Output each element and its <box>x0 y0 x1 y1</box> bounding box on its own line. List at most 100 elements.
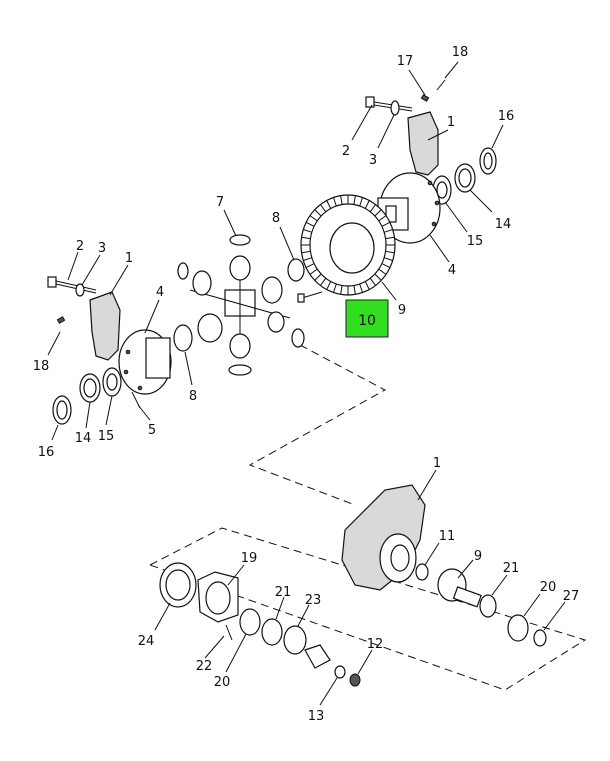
gear-tooth <box>319 277 327 286</box>
callout-1[interactable]: 1 <box>447 115 455 130</box>
gear-tooth <box>309 215 318 222</box>
callout-1[interactable]: 1 <box>125 251 133 266</box>
gear-tooth <box>319 204 327 213</box>
callout-22[interactable]: 22 <box>196 659 213 674</box>
bolt-head <box>365 96 375 108</box>
leader <box>543 601 566 631</box>
gear-tooth <box>385 236 395 240</box>
callout-20[interactable]: 20 <box>214 675 231 690</box>
leader <box>377 114 395 149</box>
callout-8[interactable]: 8 <box>189 389 197 404</box>
callout-15[interactable]: 15 <box>98 429 115 444</box>
callout-3[interactable]: 3 <box>369 153 377 168</box>
washer-27 <box>533 629 547 647</box>
ring-gear-teeth <box>301 195 395 295</box>
shim-24-inner <box>165 569 191 601</box>
callout-7[interactable]: 7 <box>216 195 224 210</box>
case-bolt-hole <box>125 349 131 355</box>
callout-2[interactable]: 2 <box>76 239 84 254</box>
callout-18[interactable]: 18 <box>33 359 50 374</box>
bolt-head <box>47 276 57 288</box>
highlighted-part-label[interactable]: 10 <box>358 313 376 329</box>
adjuster-ring-upper <box>479 147 497 175</box>
bearing-cone-left <box>102 367 122 397</box>
gear-tooth <box>326 281 332 290</box>
callout-9[interactable]: 9 <box>398 303 406 318</box>
bolt10-head <box>297 293 305 303</box>
lock-pin-left <box>56 316 66 324</box>
callout-16[interactable]: 16 <box>38 445 55 460</box>
pinion-gear-top <box>229 255 251 281</box>
leader <box>523 593 541 617</box>
gear-tooth <box>326 200 332 209</box>
pinion-shaft <box>452 586 482 608</box>
callout-16[interactable]: 16 <box>498 109 515 124</box>
callout-18[interactable]: 18 <box>452 45 469 60</box>
lock-pin-upper <box>420 94 430 102</box>
thrust-washer-8-upper <box>287 258 305 282</box>
bearing-cap-left <box>89 291 121 361</box>
callout-21[interactable]: 21 <box>503 561 520 576</box>
callout-12[interactable]: 12 <box>367 637 384 652</box>
callout-8[interactable]: 8 <box>272 211 280 226</box>
washer-left <box>75 283 85 297</box>
leader <box>67 251 79 281</box>
leader <box>444 201 468 233</box>
washer-13 <box>334 665 346 679</box>
callout-9[interactable]: 9 <box>474 549 482 564</box>
cup-inner <box>458 168 472 188</box>
bearing-cone-21-left <box>261 618 283 646</box>
callout-27[interactable]: 27 <box>563 589 580 604</box>
callout-23[interactable]: 23 <box>305 593 322 608</box>
callout-15[interactable]: 15 <box>467 234 484 249</box>
case-bolt-hole <box>123 369 129 375</box>
callout-21[interactable]: 21 <box>275 585 292 600</box>
callout-3[interactable]: 3 <box>98 241 106 256</box>
leader <box>144 299 160 334</box>
highlighted-part-box[interactable] <box>345 299 389 338</box>
callout-4[interactable]: 4 <box>156 285 164 300</box>
callout-20[interactable]: 20 <box>540 580 557 595</box>
bearing-cup-20-right <box>507 614 529 642</box>
gear-tooth <box>369 204 377 213</box>
thrust-washer-left <box>177 262 189 280</box>
diff-case-half-upper <box>377 172 441 244</box>
cotter-upper <box>436 79 446 91</box>
side-gear-right <box>261 276 283 304</box>
gear-tooth <box>383 257 393 261</box>
callout-24[interactable]: 24 <box>138 634 155 649</box>
gear-tooth <box>364 281 370 290</box>
callout-11[interactable]: 11 <box>439 529 456 544</box>
case-bolt-hole <box>427 180 433 186</box>
gear-tooth <box>378 215 387 222</box>
callout-leaders <box>47 61 566 706</box>
assembly-path-lines <box>149 344 587 691</box>
callout-14[interactable]: 14 <box>495 217 512 232</box>
bolt-shank-top <box>55 280 97 291</box>
callout-2[interactable]: 2 <box>342 144 350 159</box>
cap-bolt-upper <box>365 96 413 112</box>
leader <box>223 209 237 237</box>
callout-17[interactable]: 17 <box>397 54 414 69</box>
gear-tooth <box>333 197 337 207</box>
leader <box>275 596 285 620</box>
gear-tooth <box>314 209 322 217</box>
callout-5[interactable]: 5 <box>148 423 156 438</box>
callout-4[interactable]: 4 <box>448 263 456 278</box>
washer-11 <box>415 563 429 581</box>
nut-12 <box>349 673 361 687</box>
callout-13[interactable]: 13 <box>308 709 325 724</box>
gear-tooth <box>333 283 337 293</box>
cone-inner <box>436 181 448 199</box>
callout-19[interactable]: 19 <box>241 551 258 566</box>
bearing-cup-upper <box>454 163 476 193</box>
gear-tooth <box>359 283 363 293</box>
gear-tooth <box>374 273 382 281</box>
adjuster-ring-left <box>52 395 72 425</box>
gear-tooth <box>303 229 313 233</box>
thrust-washer-8-lower <box>173 324 193 352</box>
housing-flange <box>341 484 426 591</box>
leader <box>47 331 61 356</box>
callout-1[interactable]: 1 <box>433 456 441 471</box>
callout-14[interactable]: 14 <box>75 431 92 446</box>
